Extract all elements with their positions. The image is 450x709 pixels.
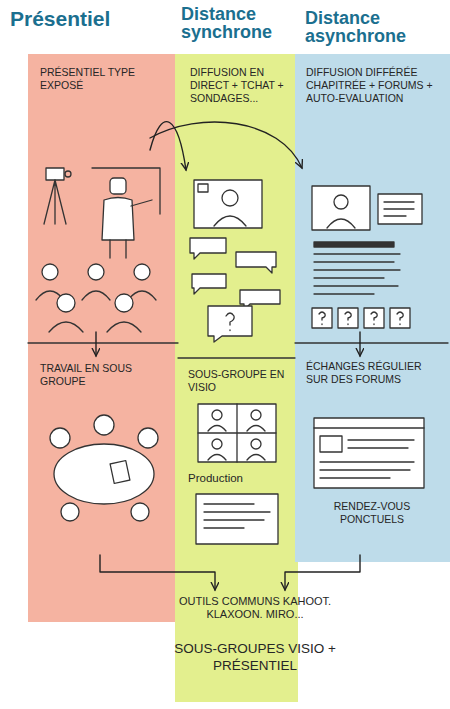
live-stream-sketch-part bbox=[192, 274, 226, 294]
video-call-sketch-part bbox=[251, 410, 261, 420]
video-call-sketch-part bbox=[196, 494, 278, 544]
cell-text: PRÉSENTIEL TYPE EXPOSÉ bbox=[40, 66, 146, 92]
lecture-sketch-part bbox=[88, 264, 104, 280]
recorded-video-sketch-part bbox=[338, 308, 358, 328]
round-table-sketch-part bbox=[50, 428, 70, 448]
lecture-sketch-part bbox=[115, 294, 133, 312]
recorded-video-sketch bbox=[312, 186, 422, 328]
video-call-sketch-part bbox=[247, 455, 265, 461]
live-stream-sketch-part bbox=[208, 306, 252, 342]
lecture-sketch-part bbox=[131, 200, 152, 206]
cell-text: TRAVAIL EN SOUS GROUPE bbox=[40, 362, 166, 388]
forum-window-sketch-part bbox=[314, 418, 424, 488]
cell-text: DIFFUSION DIFFÉRÉE CHAPITRÉE + FORUMS + … bbox=[306, 66, 438, 105]
cell-text: ÉCHANGES RÉGULIER SUR DES FORUMS bbox=[306, 360, 438, 386]
video-call-sketch-part bbox=[198, 404, 276, 462]
lecture-sketch-part bbox=[110, 178, 126, 194]
live-stream-sketch-part bbox=[226, 313, 234, 331]
video-call-sketch-part bbox=[208, 426, 226, 432]
recorded-video-sketch-part bbox=[384, 202, 414, 216]
video-call-sketch-part bbox=[212, 439, 222, 449]
flow-arrow bbox=[100, 555, 215, 590]
flow-arrow bbox=[150, 122, 302, 168]
video-call-sketch-part bbox=[247, 426, 265, 432]
live-stream-sketch-part bbox=[198, 184, 208, 192]
column-heading: Distance synchrone bbox=[181, 5, 296, 42]
lecture-sketch-part bbox=[134, 264, 150, 280]
recorded-video-sketch-part bbox=[390, 308, 410, 328]
lecture-sketch-part bbox=[102, 198, 134, 241]
divider-line-part bbox=[295, 342, 448, 343]
recorded-video-sketch-part bbox=[364, 308, 384, 328]
lecture-sketch-part bbox=[42, 264, 58, 280]
lecture-sketch-part bbox=[44, 180, 66, 224]
video-call-sketch-part bbox=[198, 404, 276, 462]
live-stream-sketch-part bbox=[214, 216, 246, 226]
cell-text: DIFFUSION EN DIRECT + TCHAT + SONDAGES..… bbox=[190, 66, 288, 105]
flow-arrow bbox=[150, 122, 186, 170]
forum-window-sketch bbox=[314, 418, 424, 488]
live-stream-sketch-part bbox=[222, 190, 238, 206]
column-heading: Présentiel bbox=[10, 8, 160, 29]
video-call-sketch-part bbox=[204, 504, 270, 528]
forum-window-sketch-part bbox=[320, 440, 414, 478]
video-call-sketch-part bbox=[208, 455, 226, 461]
cell-text: SOUS-GROUPE EN VISIO bbox=[188, 368, 290, 394]
round-table-sketch-part bbox=[94, 415, 114, 435]
recorded-video-sketch-part bbox=[312, 186, 370, 230]
flow-arrow bbox=[359, 332, 360, 356]
cell-text: OUTILS COMMUNS KAHOOT. KLAXOON. MIRO... bbox=[169, 595, 341, 621]
round-table-sketch-part bbox=[54, 444, 154, 504]
recorded-video-sketch-part bbox=[378, 194, 422, 224]
forum-window-sketch-part bbox=[314, 427, 424, 428]
lecture-sketch-part bbox=[107, 322, 141, 332]
divider-line-part bbox=[178, 357, 295, 358]
cell-text: Production bbox=[188, 472, 290, 485]
lecture-sketch-part bbox=[110, 240, 126, 258]
recorded-video-sketch-part bbox=[334, 195, 348, 209]
recorded-video-sketch-part bbox=[327, 219, 355, 228]
column-heading: Distance asynchrone bbox=[305, 9, 448, 46]
shared-tools-cell: OUTILS COMMUNS KAHOOT. KLAXOON. MIRO... S… bbox=[165, 590, 345, 690]
flow-arrow bbox=[285, 555, 360, 590]
recorded-video-sketch-part bbox=[345, 312, 351, 325]
forum-window-sketch-part bbox=[320, 436, 342, 452]
recorded-video-sketch-part bbox=[371, 312, 377, 325]
lecture-sketch-part bbox=[82, 291, 110, 300]
live-stream-sketch bbox=[190, 180, 280, 342]
round-table-sketch-part bbox=[131, 503, 149, 521]
live-stream-sketch-part bbox=[190, 238, 226, 259]
video-call-sketch-part bbox=[251, 439, 261, 449]
cell-text: SOUS-GROUPES VISIO + PRÉSENTIEL bbox=[169, 640, 341, 674]
cell-text: RENDEZ-VOUS PONCTUELS bbox=[306, 500, 438, 526]
lecture-sketch bbox=[36, 168, 160, 332]
recorded-video-sketch-part bbox=[319, 312, 325, 325]
recorded-video-sketch-part bbox=[314, 254, 400, 294]
round-table-sketch-part bbox=[138, 428, 158, 448]
lecture-sketch-part bbox=[65, 171, 71, 177]
live-stream-sketch-part bbox=[194, 180, 262, 228]
flow-arrow bbox=[95, 332, 96, 356]
recorded-video-sketch-part bbox=[314, 242, 394, 247]
round-table-sketch bbox=[50, 415, 158, 521]
recorded-video-sketch-part bbox=[397, 312, 403, 325]
column-band: PrésentielPRÉSENTIEL TYPE EXPOSÉTRAVAIL … bbox=[28, 0, 178, 622]
column-band: Distance synchroneDIFFUSION EN DIRECT + … bbox=[175, 0, 298, 702]
recorded-video-sketch-part bbox=[312, 308, 332, 328]
divider-line bbox=[28, 343, 448, 358]
round-table-sketch-part bbox=[61, 503, 79, 521]
live-stream-sketch-part bbox=[236, 252, 276, 273]
lecture-sketch-part bbox=[49, 322, 83, 332]
lecture-sketch-part bbox=[57, 294, 75, 312]
video-call-sketch-part bbox=[212, 410, 222, 420]
divider-line-part bbox=[28, 342, 178, 343]
lecture-sketch-part bbox=[46, 168, 64, 180]
video-call-sketch bbox=[196, 404, 278, 544]
round-table-sketch-part bbox=[110, 461, 130, 484]
